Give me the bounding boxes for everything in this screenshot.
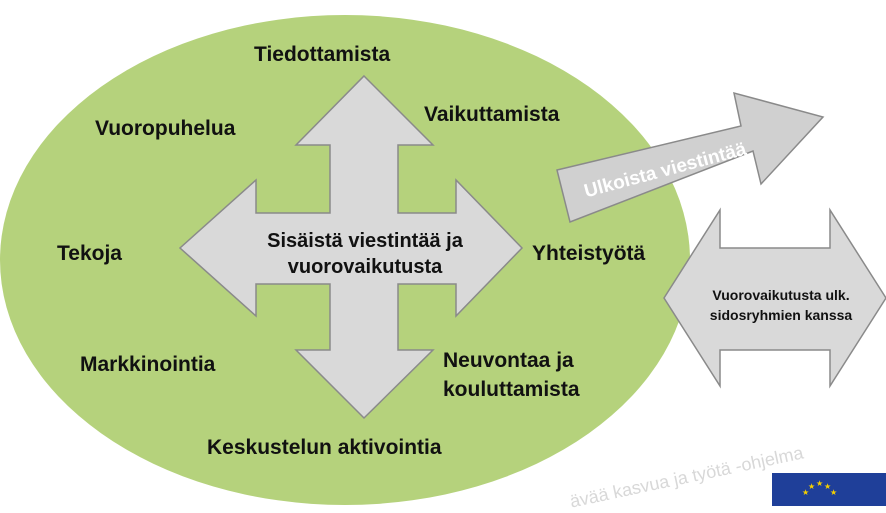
label-yhteistyota: Yhteistyötä <box>532 242 646 265</box>
center-label: Sisäistä viestintää ja vuorovaikutusta <box>215 228 515 280</box>
label-neuvontaa-line1: Neuvontaa ja <box>443 349 574 372</box>
label-neuvontaa-line2: kouluttamista <box>443 378 580 401</box>
label-vuoropuhelua: Vuoropuhelua <box>95 117 236 140</box>
external-communication-arrow <box>556 91 825 224</box>
label-tiedottamista: Tiedottamista <box>254 43 391 66</box>
eu-flag-icon: ★ ★ ★ ★ ★ <box>772 473 886 506</box>
two-way-arrow <box>663 207 886 389</box>
two-way-arrow-label-line1: Vuorovaikutusta ulk. <box>712 287 850 303</box>
center-label-line2: vuorovaikutusta <box>287 256 443 278</box>
center-label-line1: Sisäistä viestintää ja <box>267 230 463 252</box>
label-keskustelun-aktivointia: Keskustelun aktivointia <box>207 436 442 459</box>
four-way-arrow <box>178 74 524 420</box>
label-tekoja: Tekoja <box>57 242 122 265</box>
label-markkinointia: Markkinointia <box>80 353 216 376</box>
two-way-arrow-label-line2: sidosryhmien kanssa <box>709 306 853 323</box>
label-vaikuttamista: Vaikuttamista <box>424 103 560 126</box>
two-way-arrow-label: Vuorovaikutusta ulk. sidosryhmien kanssa <box>676 286 886 325</box>
